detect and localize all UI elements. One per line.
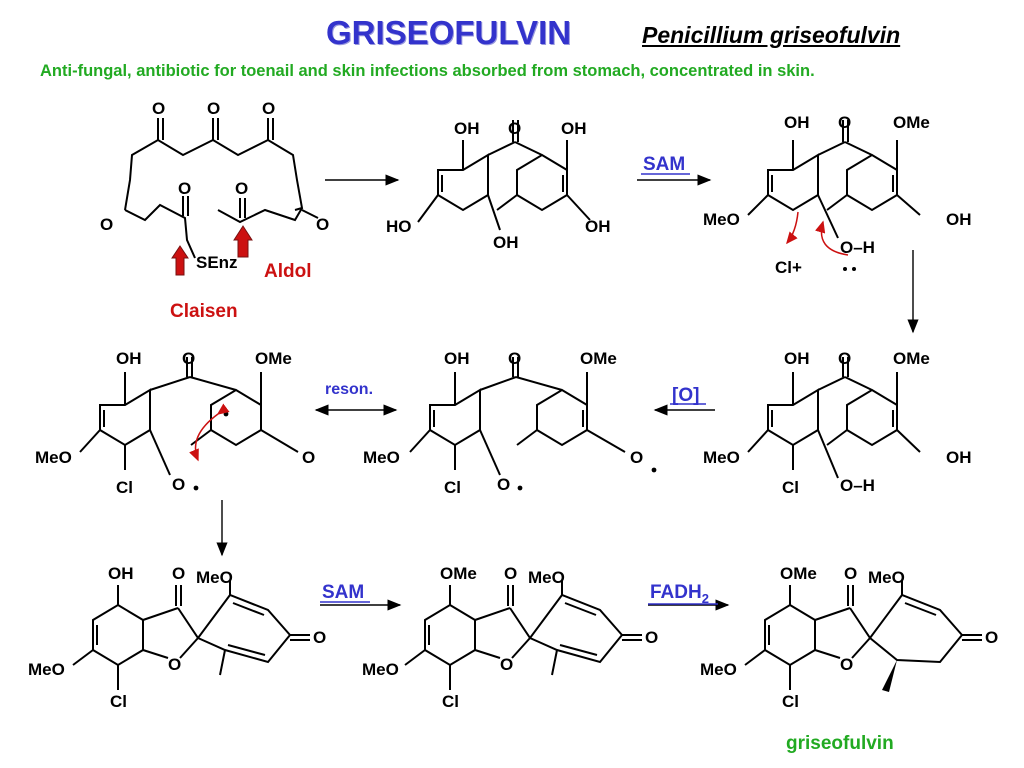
cl-plus-label: Cl+ — [775, 258, 802, 277]
atom-o-h: O–H — [840, 476, 875, 495]
radical-dot — [193, 485, 199, 491]
reagent-sam: SAM — [643, 154, 685, 175]
atom-o: O — [508, 349, 521, 368]
atom-o: O — [838, 113, 851, 132]
atom-oh: OH — [784, 349, 810, 368]
atom-meo: MeO — [28, 660, 65, 679]
atom-o: O — [100, 215, 113, 234]
atom-o: O — [178, 179, 191, 198]
atom-oh: OH — [454, 119, 480, 138]
atom-o-radical: O — [172, 475, 185, 494]
reagent-sam: SAM — [322, 582, 364, 603]
reagent-fadh2: FADH2 — [650, 582, 709, 606]
lone-pair-dot — [843, 267, 847, 271]
aldol-arrow-icon — [233, 225, 253, 258]
phenoxy-diradical — [409, 357, 626, 476]
atom-o: O — [302, 448, 315, 467]
reagent-oxidation: [O] — [672, 385, 699, 406]
stereo-wedge — [882, 660, 897, 692]
organism-name: Penicillium griseofulvin — [642, 22, 901, 48]
atom-ome: OMe — [255, 349, 292, 368]
atom-meo: MeO — [703, 448, 740, 467]
atom-meo: MeO — [362, 660, 399, 679]
atom-ome: OMe — [580, 349, 617, 368]
chlorinated-benzophenone — [747, 357, 921, 479]
methylated-benzophenone — [747, 120, 921, 239]
coupling-arrow — [189, 403, 230, 462]
atom-cl: Cl — [782, 478, 799, 497]
atom-ome: OMe — [893, 113, 930, 132]
atom-ome: OMe — [440, 564, 477, 583]
resonance-label: reson. — [325, 381, 373, 398]
polyketide-chain — [124, 118, 319, 259]
atom-meo: MeO — [868, 568, 905, 587]
lone-pair-dot — [852, 267, 856, 271]
atom-oh: OH — [116, 349, 142, 368]
claisen-label: Claisen — [170, 301, 238, 322]
atom-oh: OH — [108, 564, 134, 583]
atom-cl: Cl — [442, 692, 459, 711]
atom-oh: OH — [784, 113, 810, 132]
atom-cl: Cl — [782, 692, 799, 711]
atom-o: O — [172, 564, 185, 583]
atom-oh: OH — [561, 119, 587, 138]
atom-meo: MeO — [363, 448, 400, 467]
subtitle: Anti-fungal, antibiotic for toenail and … — [40, 62, 815, 80]
atom-ome: OMe — [780, 564, 817, 583]
atom-ho: HO — [386, 217, 412, 236]
atom-o: O — [168, 655, 181, 674]
atom-o: O — [313, 628, 326, 647]
dienone-radical — [79, 357, 299, 476]
atom-o-radical: O — [497, 475, 510, 494]
atom-o-radical: O — [630, 448, 643, 467]
atom-o: O — [182, 349, 195, 368]
atom-oh: OH — [946, 210, 972, 229]
senz-label: SEnz — [196, 253, 238, 272]
atom-o: O — [985, 628, 998, 647]
atom-o-h: O–H — [840, 238, 875, 257]
atom-meo: MeO — [196, 568, 233, 587]
atom-o: O — [262, 99, 275, 118]
radical-dot — [517, 485, 523, 491]
atom-meo: MeO — [700, 660, 737, 679]
griseofulvin-structure — [744, 580, 982, 692]
atom-meo: MeO — [528, 568, 565, 587]
benzophenone-tetraol — [417, 120, 591, 231]
atom-o: O — [645, 628, 658, 647]
aldol-label: Aldol — [264, 261, 312, 282]
atom-o: O — [316, 215, 329, 234]
atom-o: O — [838, 349, 851, 368]
atom-o: O — [504, 564, 517, 583]
atom-cl: Cl — [110, 692, 127, 711]
page-title: GRISEOFULVIN — [326, 14, 572, 51]
curved-arrow — [786, 211, 799, 245]
atom-o: O — [207, 99, 220, 118]
atom-cl: Cl — [444, 478, 461, 497]
atom-oh: OH — [585, 217, 611, 236]
atom-ome: OMe — [893, 349, 930, 368]
atom-o: O — [840, 655, 853, 674]
atom-o: O — [152, 99, 165, 118]
atom-o: O — [235, 179, 248, 198]
atom-o: O — [844, 564, 857, 583]
dehydrogriseofulvin — [404, 580, 642, 690]
atom-oh: OH — [946, 448, 972, 467]
radical-dot — [651, 467, 657, 473]
atom-meo: MeO — [35, 448, 72, 467]
atom-o: O — [500, 655, 513, 674]
radical-dot — [223, 411, 229, 417]
product-label: griseofulvin — [786, 733, 894, 754]
atom-oh: OH — [493, 233, 519, 252]
claisen-arrow-icon — [171, 245, 189, 276]
atom-oh: OH — [444, 349, 470, 368]
atom-meo: MeO — [703, 210, 740, 229]
atom-o: O — [508, 119, 521, 138]
dehydrogriseofulvin-oh — [72, 580, 310, 690]
curved-arrow — [815, 220, 849, 256]
atom-cl: Cl — [116, 478, 133, 497]
